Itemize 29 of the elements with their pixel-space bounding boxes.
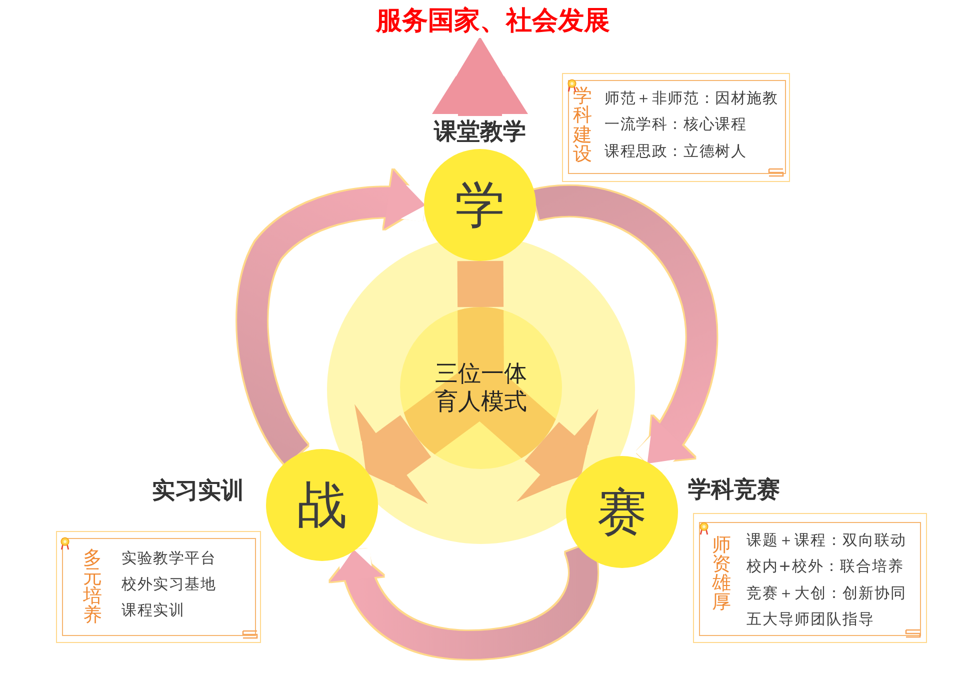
arrow	[432, 38, 528, 116]
list-item: 课程思政：立德树人	[604, 140, 747, 162]
list-item: 五大导师团队指导	[746, 609, 874, 630]
node-caption: 实习实训	[152, 478, 244, 504]
info-card	[562, 73, 790, 182]
circle-node: 赛	[566, 456, 678, 568]
circle-node: 学	[424, 149, 536, 261]
list-item: 师范＋非师范：因材施教	[604, 88, 778, 108]
heading: 服务国家、社会发展	[360, 4, 626, 38]
arrow	[352, 404, 432, 504]
arrow	[516, 408, 598, 502]
list-item: 课题＋课程：双向联动	[746, 530, 906, 550]
circle-node: 战	[266, 449, 378, 561]
list-item: 竞赛＋大创：创新协同	[746, 582, 906, 604]
curved-arrow	[237, 170, 426, 464]
list-item: 校外实习基地	[122, 574, 216, 594]
center-circle: 三位一体育人模式	[400, 307, 562, 469]
info-card	[56, 531, 261, 643]
list-item: 校内+校外：联合培养	[746, 556, 904, 577]
list-item: 一流学科：核心课程	[604, 114, 747, 135]
list-item: 课程实训	[122, 600, 185, 620]
info-card	[693, 513, 927, 643]
card-heading: 师资雄厚	[712, 536, 732, 612]
list-item: 实验教学平台	[122, 548, 216, 568]
connector	[457, 260, 504, 308]
node-caption: 课堂教学	[432, 118, 527, 147]
node-caption: 学科竞赛	[688, 477, 780, 503]
card-heading: 学科建设	[572, 86, 592, 164]
card-heading: 多元培养	[82, 548, 102, 624]
